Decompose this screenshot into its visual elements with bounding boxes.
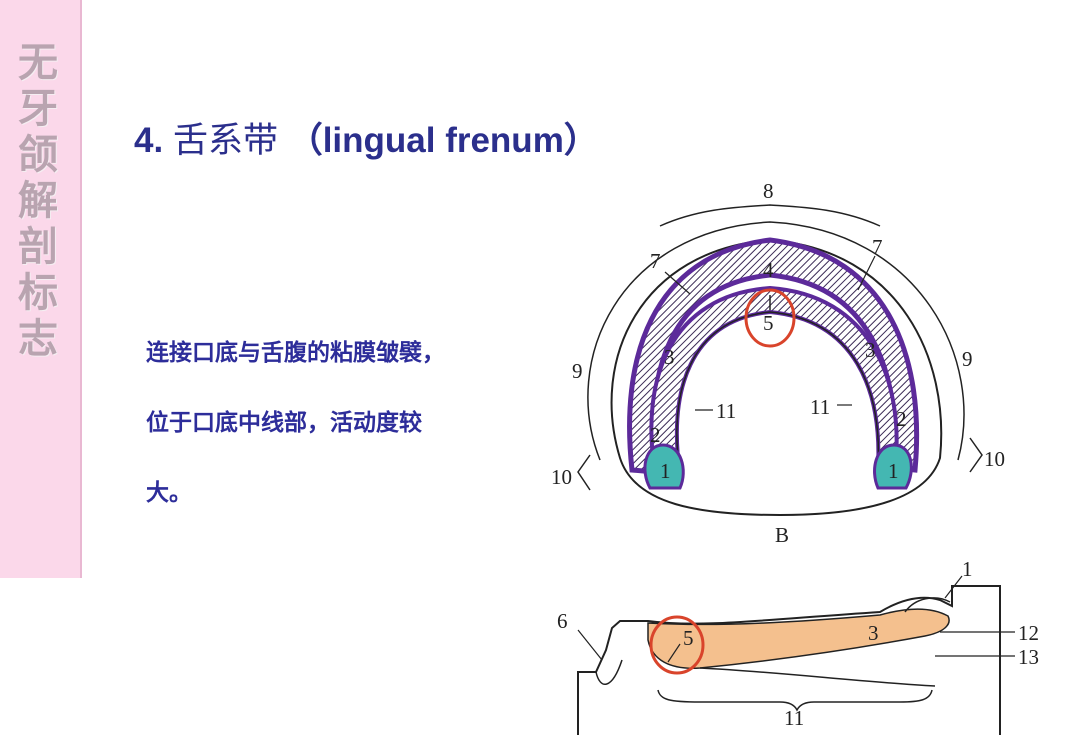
sidebar-panel: 无牙颌解剖标志 [0, 0, 82, 578]
frenum-highlight-circle-side [649, 615, 705, 675]
side-tongue-fill [647, 608, 950, 669]
arch-vestibule-arc [587, 221, 965, 461]
label-b-3-left: 3 [664, 345, 675, 369]
leader-7-left [664, 271, 691, 295]
label-b-11-left: 11 [716, 399, 736, 423]
label-b-1-left: 1 [660, 459, 671, 483]
arch-inner-line [676, 311, 880, 476]
label-b-5: 5 [763, 311, 774, 335]
label-b-10-right: 10 [984, 447, 1005, 471]
title-chinese: 舌系带 [172, 121, 278, 160]
label-side-3: 3 [868, 621, 879, 645]
side-leader-1 [944, 575, 963, 599]
side-floor-line [699, 667, 936, 687]
label-b-11-right: 11 [810, 395, 830, 419]
label-side-1: 1 [962, 557, 973, 581]
arch-bracket-8 [659, 204, 881, 227]
diagram-side-labels: 1 6 5 3 12 13 11 [557, 557, 1039, 730]
label-b-9-right: 9 [962, 347, 973, 371]
label-side-11: 11 [784, 706, 804, 730]
label-side-12: 12 [1018, 621, 1039, 645]
side-bracket-11 [657, 689, 933, 712]
side-leader-5 [667, 643, 681, 663]
description-line-3: 大。 [146, 480, 192, 506]
label-side-5: 5 [683, 626, 694, 650]
label-b-7-left: 7 [650, 249, 661, 273]
diagram-b-arch [577, 204, 983, 517]
label-side-6: 6 [557, 609, 568, 633]
bracket-10-left [577, 454, 591, 491]
leader-7-right [857, 255, 876, 291]
title-english: （lingual frenum） [287, 121, 599, 160]
bracket-10-right [969, 437, 983, 473]
label-side-13: 13 [1018, 645, 1039, 669]
frenum-highlight-circle-b [744, 288, 796, 348]
label-b-2-left: 2 [650, 423, 661, 447]
sidebar-title: 无牙颌解剖标志 [18, 39, 58, 362]
retromolar-pad-left [643, 443, 685, 490]
label-b-caption: B [775, 523, 789, 547]
side-pad [904, 597, 951, 613]
label-b-4: 4 [763, 258, 774, 282]
page-title: 4. 舌系带 （lingual frenum） [134, 112, 599, 163]
retromolar-pad-right [873, 443, 913, 490]
diagram-b-labels: 8 7 7 4 5 3 3 9 9 11 11 2 2 1 1 10 10 B [551, 179, 1005, 547]
description-line-1: 连接口底与舌腹的粘膜皱襞， [146, 340, 445, 366]
diagram-side-section [577, 575, 1015, 735]
side-groove [595, 659, 623, 685]
side-leader-6 [577, 629, 603, 661]
arch-hatched-band [627, 237, 920, 475]
label-b-10-left: 10 [551, 465, 572, 489]
label-b-3-right: 3 [865, 338, 876, 362]
label-b-8: 8 [763, 179, 774, 203]
description-text: 连接口底与舌腹的粘膜皱襞， 位于口底中线部，活动度较 大。 [146, 318, 526, 528]
title-number: 4. [134, 121, 164, 160]
label-b-9-left: 9 [572, 359, 583, 383]
label-b-1-right: 1 [888, 459, 899, 483]
label-b-2-right: 2 [896, 407, 907, 431]
description-line-2: 位于口底中线部，活动度较 [146, 410, 422, 436]
arch-outer-outline [610, 238, 943, 517]
label-b-7-right: 7 [872, 235, 883, 259]
